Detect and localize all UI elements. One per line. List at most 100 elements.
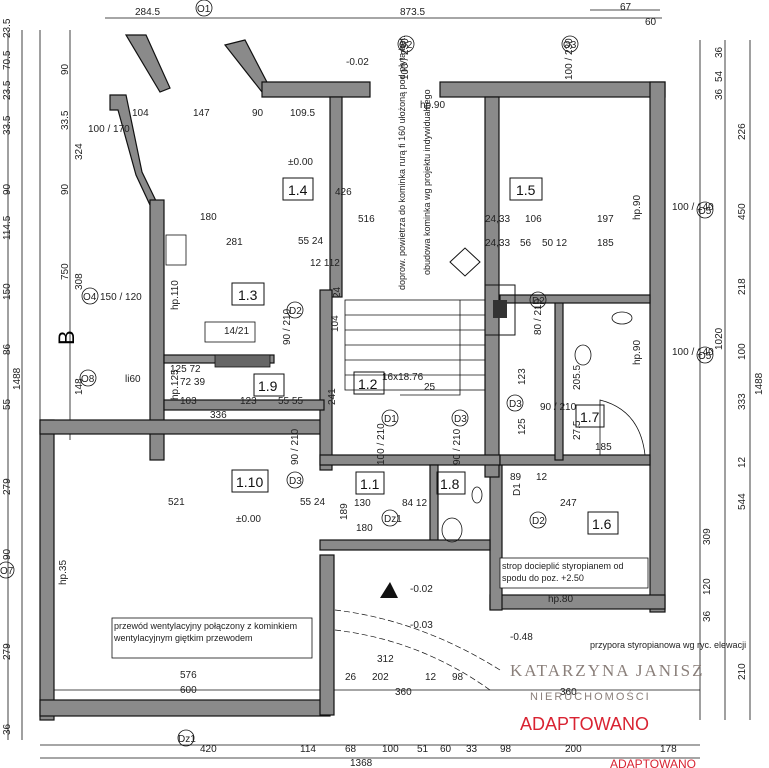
svg-text:123: 123 xyxy=(517,368,528,385)
svg-text:doprow. powietrza do kominka r: doprow. powietrza do kominka rurą fi 160… xyxy=(397,35,407,290)
svg-text:180: 180 xyxy=(356,523,373,534)
svg-text:16x18.76: 16x18.76 xyxy=(382,372,424,383)
adapted-stamp-bottom: ADAPTOWANO xyxy=(610,757,696,768)
svg-text:36: 36 xyxy=(702,610,713,622)
svg-text:360: 360 xyxy=(560,687,577,698)
svg-text:189: 189 xyxy=(339,503,350,520)
svg-text:104: 104 xyxy=(330,315,341,332)
svg-text:1488: 1488 xyxy=(12,367,23,390)
svg-text:147: 147 xyxy=(193,108,210,119)
svg-text:O4: O4 xyxy=(83,292,97,303)
brand-name: KATARZYNA JANISZ xyxy=(510,661,705,680)
terrace-arc xyxy=(334,609,501,691)
svg-text:D1: D1 xyxy=(384,414,397,425)
level-marks: ±0.00 ±0.00 -0.02 -0.02 -0.03 -0.48 xyxy=(236,57,533,643)
svg-text:50 12: 50 12 xyxy=(542,238,567,249)
svg-text:600: 600 xyxy=(180,685,197,696)
svg-text:26: 26 xyxy=(345,672,357,683)
room-1-1: 1.1 xyxy=(360,476,380,492)
svg-text:544: 544 xyxy=(737,493,748,510)
svg-text:24: 24 xyxy=(332,286,343,298)
svg-text:324: 324 xyxy=(74,143,85,160)
svg-text:516: 516 xyxy=(358,214,375,225)
svg-text:873.5: 873.5 xyxy=(400,7,425,18)
svg-text:148: 148 xyxy=(74,378,85,395)
svg-text:Dz1: Dz1 xyxy=(384,514,402,525)
svg-text:312: 312 xyxy=(377,654,394,665)
svg-text:197: 197 xyxy=(597,214,614,225)
svg-text:100: 100 xyxy=(382,744,399,755)
svg-text:hp.90: hp.90 xyxy=(632,195,643,220)
svg-text:98: 98 xyxy=(452,672,464,683)
svg-text:1488: 1488 xyxy=(754,372,765,395)
svg-text:150: 150 xyxy=(2,283,13,300)
svg-text:D3: D3 xyxy=(289,476,302,487)
room-1-10: 1.10 xyxy=(236,474,263,490)
svg-text:60: 60 xyxy=(645,17,657,28)
svg-text:100: 100 xyxy=(737,343,748,360)
svg-text:12: 12 xyxy=(536,472,548,483)
svg-text:185: 185 xyxy=(595,442,612,453)
bathroom-fixtures xyxy=(441,311,646,543)
svg-text:54: 54 xyxy=(714,70,725,82)
svg-text:123: 123 xyxy=(240,396,257,407)
svg-text:55 24: 55 24 xyxy=(300,497,325,508)
svg-text:114: 114 xyxy=(300,744,316,755)
level-minus-002-top: -0.02 xyxy=(346,57,369,68)
svg-text:li60: li60 xyxy=(125,374,141,385)
stair xyxy=(344,299,486,396)
svg-text:284.5: 284.5 xyxy=(135,7,160,18)
room-1-6: 1.6 xyxy=(592,516,612,532)
svg-text:281: 281 xyxy=(226,237,243,248)
svg-text:25: 25 xyxy=(424,382,436,393)
svg-text:55 55: 55 55 xyxy=(278,396,303,407)
room-1-3: 1.3 xyxy=(238,287,258,303)
svg-text:130: 130 xyxy=(354,498,371,509)
watermark: KATARZYNA JANISZ NIERUCHOMOŚCI ADAPTOWAN… xyxy=(510,661,705,768)
walls xyxy=(39,34,666,721)
svg-text:202: 202 xyxy=(372,672,389,683)
svg-text:D2: D2 xyxy=(532,516,545,527)
svg-text:205.5: 205.5 xyxy=(572,365,583,390)
svg-text:86: 86 xyxy=(2,343,13,355)
inner-dimensions: 336 103 123 55 55 521 241 55 24 130 84 1… xyxy=(168,286,612,665)
svg-text:27.5: 27.5 xyxy=(572,420,583,440)
room-1-7: 1.7 xyxy=(580,409,600,425)
svg-text:36: 36 xyxy=(714,46,725,58)
svg-text:308: 308 xyxy=(74,273,85,290)
svg-text:100 / 140: 100 / 140 xyxy=(672,202,714,213)
svg-text:210: 210 xyxy=(737,663,748,680)
annotations: doprow. powietrza do kominka rurą fi 160… xyxy=(54,35,746,659)
svg-text:23.5: 23.5 xyxy=(2,18,13,38)
svg-text:178: 178 xyxy=(660,744,677,755)
svg-text:1368: 1368 xyxy=(350,758,373,768)
svg-text:O3: O3 xyxy=(563,40,577,51)
svg-text:100 / 210: 100 / 210 xyxy=(376,423,387,465)
svg-text:576: 576 xyxy=(180,670,197,681)
svg-text:O2: O2 xyxy=(399,40,413,51)
svg-text:90: 90 xyxy=(2,548,13,560)
svg-text:84 12: 84 12 xyxy=(402,498,427,509)
svg-text:109.5: 109.5 xyxy=(290,108,315,119)
svg-text:obudowa kominka wg projektu in: obudowa kominka wg projektu indywidualne… xyxy=(422,89,432,275)
svg-text:1020: 1020 xyxy=(714,327,725,350)
svg-text:185: 185 xyxy=(597,238,614,249)
svg-text:12: 12 xyxy=(425,672,437,683)
svg-text:279: 279 xyxy=(2,643,13,660)
svg-text:67: 67 xyxy=(620,2,632,13)
right-dimensions: 36 54 36 226 450 218 100 333 1020 12 544… xyxy=(702,46,765,680)
svg-text:90: 90 xyxy=(252,108,264,119)
svg-text:O5: O5 xyxy=(698,351,712,362)
svg-text:D3: D3 xyxy=(454,414,467,425)
cornice-note: przypora styropianowa wg ryc. elewacji xyxy=(590,640,746,650)
svg-text:309: 309 xyxy=(702,528,713,545)
window-marks: O1 O2 O3 O4 O5 O5 O7 O8 100 / 230 100 / … xyxy=(0,0,714,605)
svg-text:24,33: 24,33 xyxy=(485,214,510,225)
svg-text:33: 33 xyxy=(466,744,478,755)
door-marks: D1 Dz1 D2 D2 D2 D3 D3 D3 Dz1 90 / 210 10… xyxy=(177,291,577,747)
svg-text:247: 247 xyxy=(560,498,577,509)
svg-text:33.5: 33.5 xyxy=(60,110,71,130)
svg-text:68: 68 xyxy=(345,744,357,755)
svg-text:100 / 230: 100 / 230 xyxy=(400,38,411,80)
